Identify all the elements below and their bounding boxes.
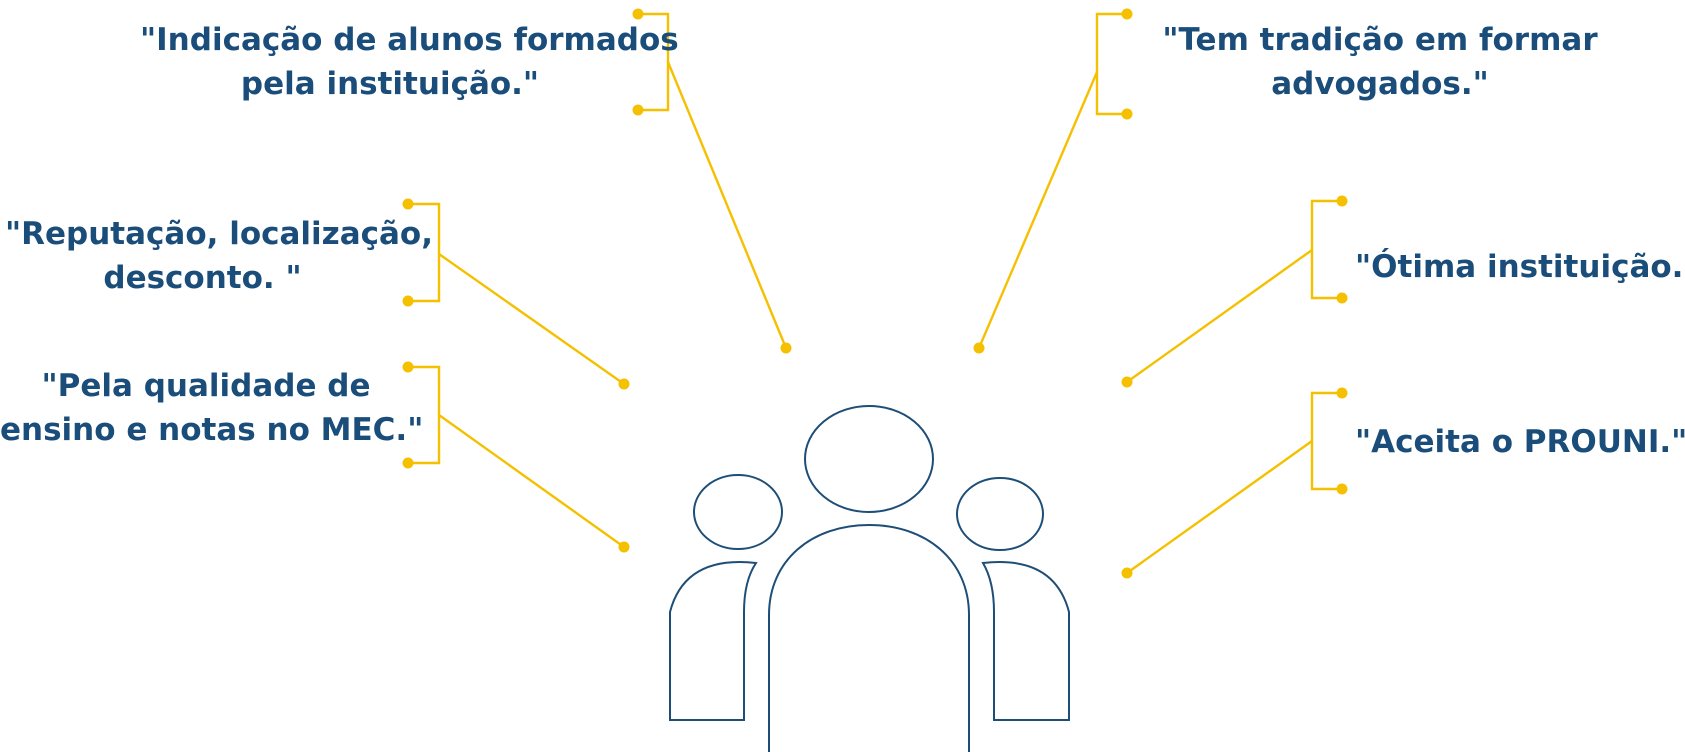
quote-line: ensino e notas no MEC." [0, 412, 424, 448]
dot [1121, 108, 1133, 120]
quote-tradicao: "Tem tradição em formar advogados." [1150, 18, 1610, 106]
quote-line: "Ótima instituição." [1355, 249, 1685, 285]
dot [780, 342, 792, 354]
quote-line: "Tem tradição em formar [1162, 22, 1598, 58]
quote-line: "Reputação, localização, [5, 216, 434, 252]
dot [973, 342, 985, 354]
left-person-head [693, 474, 783, 550]
right-person-head [956, 477, 1044, 551]
connector-dots [402, 8, 1348, 579]
dot [402, 295, 414, 307]
connector-q3 [408, 202, 625, 385]
quote-line: "Pela qualidade de [41, 368, 371, 404]
quote-prouni: "Aceita o PROUNI." [1355, 420, 1685, 464]
dot [618, 541, 630, 553]
quote-line: desconto. " [103, 260, 302, 296]
dot [632, 104, 644, 116]
dot [402, 457, 414, 469]
connector-q1 [638, 12, 788, 349]
right-person-body [981, 561, 1070, 721]
quote-line: pela instituição." [240, 66, 540, 102]
dot [1121, 8, 1133, 20]
quote-qualidade: "Pela qualidade de ensino e notas no MEC… [0, 364, 424, 452]
left-person-body [669, 561, 758, 721]
dot [1336, 195, 1348, 207]
quote-otima: "Ótima instituição." [1355, 245, 1685, 289]
quote-indicacao: "Indicação de alunos formados pela insti… [140, 18, 679, 106]
quote-reputacao: "Reputação, localização, desconto. " [5, 212, 434, 300]
center-person-head [804, 405, 934, 513]
connector-q4 [1126, 199, 1342, 383]
quote-line: "Indicação de alunos formados [140, 22, 679, 58]
dot [402, 198, 414, 210]
dot [618, 378, 630, 390]
center-person-body [768, 523, 970, 752]
dot [1121, 567, 1133, 579]
dot [402, 361, 414, 373]
quote-line: advogados." [1271, 66, 1489, 102]
dot [632, 8, 644, 20]
dot [1336, 483, 1348, 495]
group-of-people-icon [669, 405, 1070, 752]
dot [1336, 292, 1348, 304]
connectors [408, 12, 1342, 574]
connector-q5 [408, 365, 625, 548]
quote-line: "Aceita o PROUNI." [1355, 424, 1685, 460]
dot [1336, 387, 1348, 399]
dot [1121, 376, 1133, 388]
connector-q6 [1126, 391, 1342, 574]
connector-q2 [977, 12, 1127, 349]
